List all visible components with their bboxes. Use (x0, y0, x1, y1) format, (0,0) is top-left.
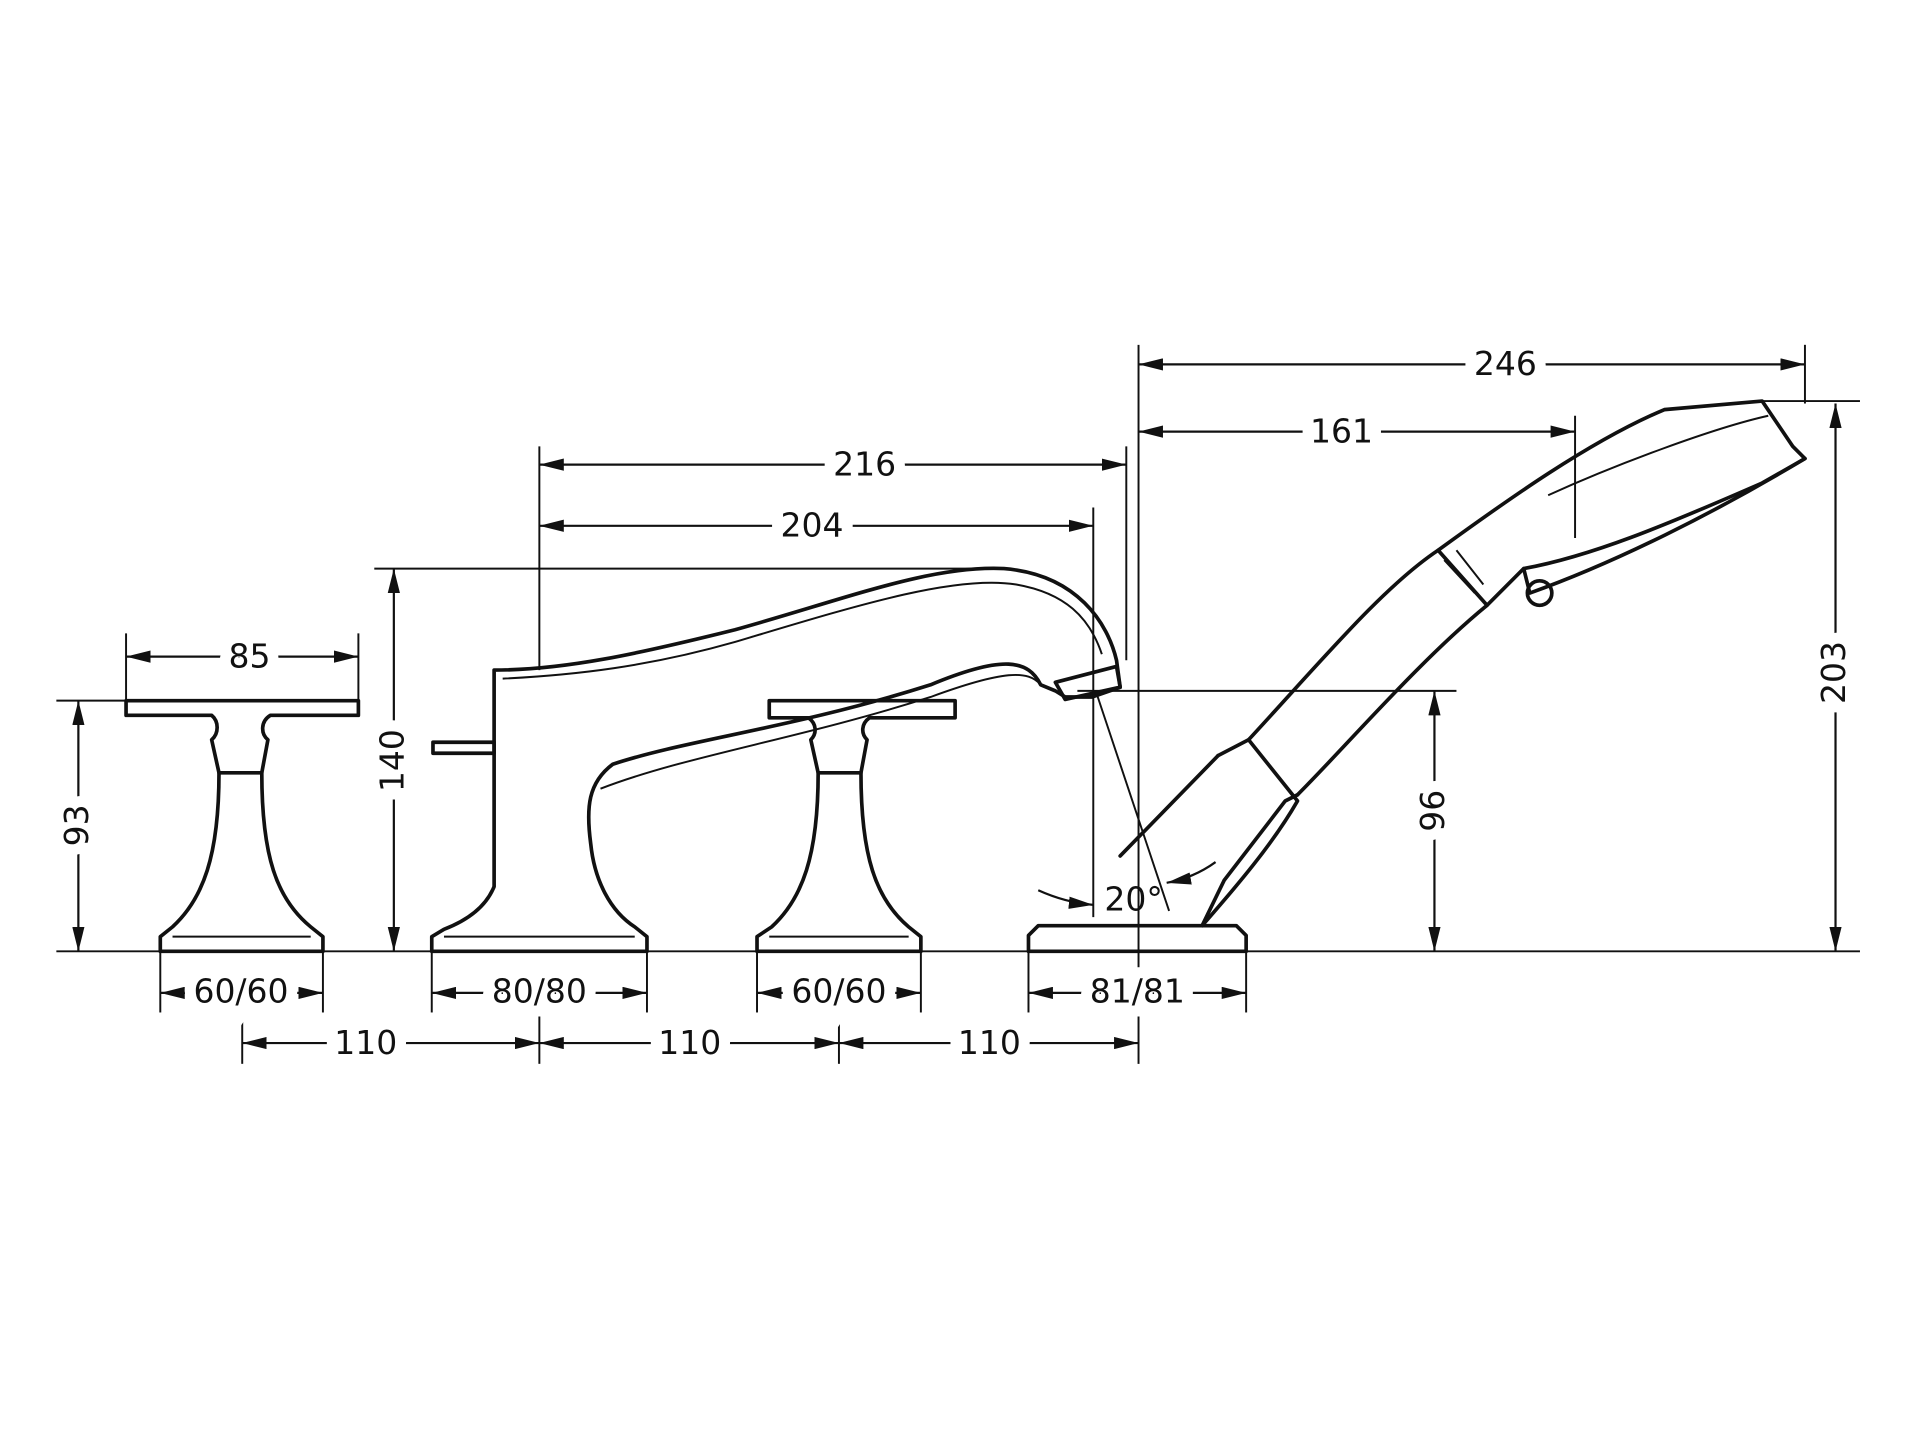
dim-spout-reach-inner: 204 (781, 506, 844, 545)
extension-lines (56, 344, 1860, 1064)
dim-handle-height: 93 (57, 804, 96, 846)
right-cross-handle (755, 698, 957, 954)
dim-shower-base: 81/81 (1090, 971, 1185, 1010)
dim-spout-reach-outer: 216 (833, 444, 896, 483)
dimension-lines (72, 358, 1842, 1050)
dim-spout-outlet-height: 96 (1413, 790, 1452, 832)
dim-spout-base: 80/80 (492, 971, 587, 1010)
dim-handle-width: 85 (229, 636, 271, 675)
dim-left-handle-base: 60/60 (193, 971, 288, 1010)
hand-shower (1026, 399, 1807, 954)
bath-spout (429, 566, 1123, 954)
dim-spout-height: 140 (372, 729, 411, 792)
dim-shower-angle: 20° (1104, 880, 1162, 919)
dim-shower-reach-total: 246 (1474, 344, 1537, 383)
left-cross-handle (124, 698, 361, 954)
dim-spacing-3: 110 (958, 1023, 1021, 1062)
dim-spacing-2: 110 (658, 1023, 721, 1062)
dim-spacing-1: 110 (334, 1023, 397, 1062)
dim-shower-height: 203 (1814, 641, 1853, 704)
dim-right-handle-base: 60/60 (791, 971, 886, 1010)
dim-shower-reach-partial: 161 (1310, 411, 1373, 450)
